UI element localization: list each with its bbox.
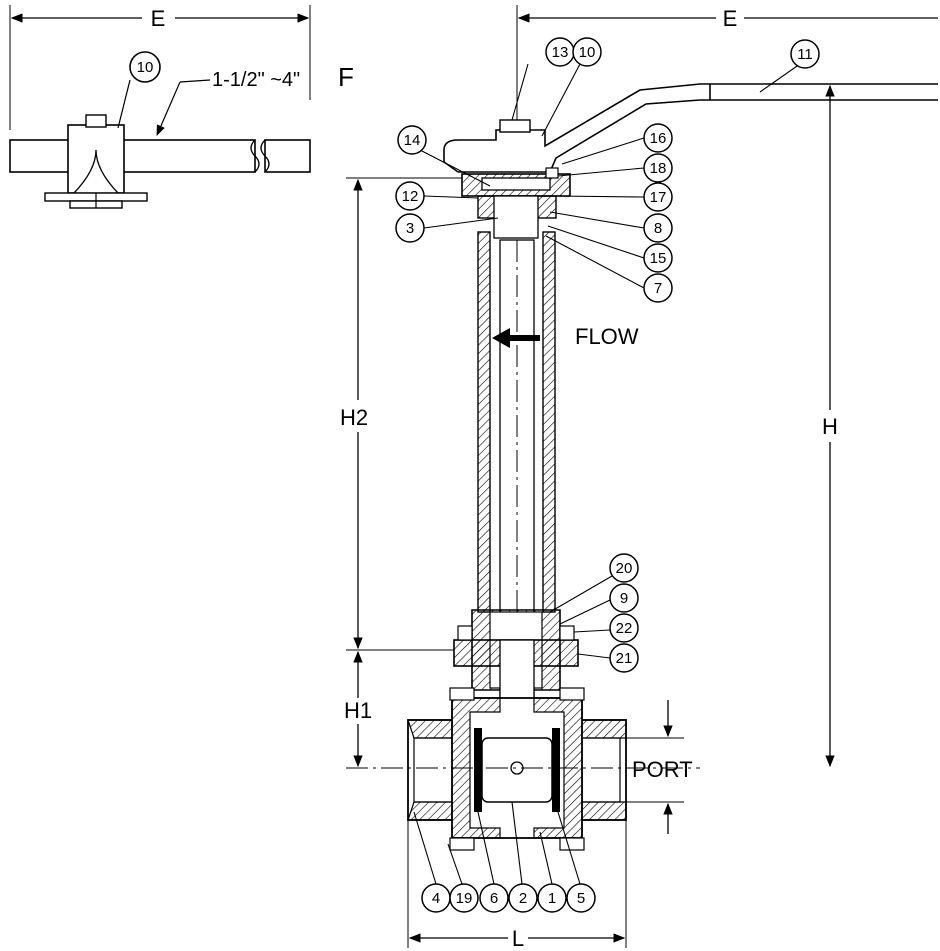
callout-14: 14 bbox=[404, 132, 421, 149]
handle-bar-detail bbox=[9, 139, 256, 173]
h-dimension: H bbox=[822, 84, 838, 768]
seat-left bbox=[474, 728, 482, 812]
callout-17: 17 bbox=[650, 189, 667, 206]
callout-4: 4 bbox=[432, 890, 440, 907]
handle-bar-end bbox=[264, 139, 311, 173]
detail-label-f: F bbox=[338, 62, 354, 92]
flow-label: FLOW bbox=[575, 324, 639, 349]
dimension-e-top-right: E bbox=[723, 6, 738, 31]
dimension-h2: H2 bbox=[340, 405, 368, 430]
dimension-l: L bbox=[512, 926, 524, 951]
stem-upper bbox=[493, 195, 539, 239]
callout-handle-11: 11 bbox=[797, 46, 813, 63]
callout-9: 9 bbox=[620, 590, 628, 607]
stem-nut bbox=[499, 119, 531, 133]
callout-15: 15 bbox=[650, 250, 667, 267]
callout-3: 3 bbox=[406, 220, 414, 237]
callout-16: 16 bbox=[650, 130, 667, 147]
callout-top-13: 13 bbox=[552, 44, 569, 61]
h2-dimension: H2 bbox=[340, 177, 462, 651]
bolt-left bbox=[457, 625, 473, 641]
seat-right bbox=[552, 728, 560, 812]
break-line-right bbox=[260, 139, 270, 173]
bonnet-wall-right bbox=[542, 231, 556, 613]
callout-12: 12 bbox=[402, 188, 419, 205]
callout-18: 18 bbox=[650, 160, 667, 177]
dimension-e-top-left: E bbox=[151, 6, 166, 31]
bonnet-top bbox=[461, 167, 571, 239]
e-dimension-right: E bbox=[516, 5, 938, 120]
bonnet-flange bbox=[453, 609, 579, 711]
stem-wedge bbox=[72, 149, 120, 194]
dimension-h: H bbox=[822, 414, 838, 439]
callout-2: 2 bbox=[519, 890, 527, 907]
l-dimension: L bbox=[407, 820, 627, 951]
dimension-port: PORT bbox=[632, 757, 693, 782]
callout-8: 8 bbox=[654, 220, 662, 237]
callout-20: 20 bbox=[616, 560, 633, 577]
callout-5: 5 bbox=[577, 890, 585, 907]
callout-top-10: 10 bbox=[579, 44, 596, 61]
dimension-h1: H1 bbox=[344, 698, 372, 723]
callout-bubble-detail-10 bbox=[129, 51, 161, 83]
break-line-left bbox=[250, 139, 260, 173]
detail-view-handle: E 10 1-1/2" ~4" bbox=[9, 5, 311, 209]
bonnet-wall-left bbox=[477, 231, 491, 613]
handle-size-note: 1-1/2" ~4" bbox=[212, 69, 300, 91]
bolt-right bbox=[559, 625, 575, 641]
callout-detail-10: 10 bbox=[137, 59, 154, 76]
hub-nut bbox=[85, 114, 107, 128]
callout-22: 22 bbox=[616, 620, 633, 637]
callouts: 13 10 11 14 16 18 12 17 3 8 bbox=[395, 37, 820, 913]
lever-handle bbox=[443, 83, 938, 173]
callout-6: 6 bbox=[490, 890, 498, 907]
callout-1: 1 bbox=[548, 890, 556, 907]
port-dimension: PORT bbox=[626, 700, 693, 834]
callout-7: 7 bbox=[654, 280, 662, 297]
flow-indicator: FLOW bbox=[492, 324, 639, 349]
callout-19: 19 bbox=[456, 890, 473, 907]
flow-arrow-icon bbox=[492, 328, 510, 348]
callout-21: 21 bbox=[616, 650, 633, 667]
h1-dimension: H1 bbox=[344, 650, 372, 768]
